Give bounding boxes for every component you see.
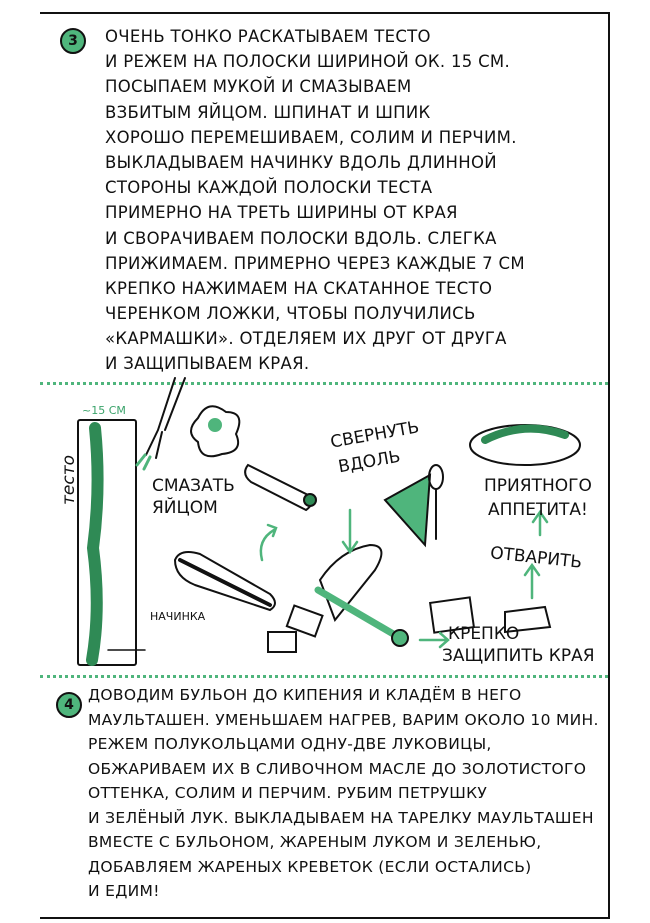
enjoy-label-2: аппетита! [488,500,588,520]
step-4-text: Доводим бульон до кипения и кладём в нег… [88,683,599,904]
text-line: «кармашки». Отделяем их друг от друга [105,329,507,349]
text-line: Выкладываем начинку вдоль длинной [105,152,497,172]
text-line: крепко нажимаем на скатанное тесто [105,278,493,298]
text-line: и сворачиваем полоски вдоль. Слегка [105,228,497,248]
arrow-icon [341,508,359,555]
text-line: оттенка, солим и перчим. Рубим петрушку [88,784,488,802]
step-number-badge: 4 [56,692,82,718]
brush-label-1: смазать [152,476,235,496]
arrow-icon [418,631,450,649]
filling-strip [86,422,104,666]
spoon-handle-icon [314,586,399,639]
arrow-icon [523,562,541,600]
egg-icon [190,405,241,458]
brush-label-2: яйцом [152,498,218,518]
spoon-icon [428,464,444,490]
pinch-label-2: защипить края [442,646,595,666]
text-line: черенком ложки, чтобы получились [105,304,476,324]
enjoy-label-1: приятного [484,476,592,496]
page-frame [40,12,610,919]
filling-label: начинка [150,610,206,623]
text-line: и защипываем края. [105,354,310,374]
napkin-icon [383,473,432,548]
text-line: примерно на треть ширины от края [105,203,458,223]
text-line: Доводим бульон до кипения и кладём в нег… [88,686,522,704]
text-line: хорошо перемешиваем, солим и перчим. [105,127,517,147]
dough-label: тесто [59,454,80,506]
brush-icon [145,377,186,459]
text-line: маульташен. Уменьшаем нагрев, варим окол… [88,710,599,729]
width-label: ~15 см [82,404,126,417]
dumpling-icon [504,605,552,634]
text-line: вместе с бульоном, жареным луком и зелен… [88,833,542,851]
text-line: и режем на полоски шириной ок. 15 см. [105,52,510,72]
pinch-label-1: крепко [448,624,520,644]
text-line: Очень тонко раскатываем тесто [105,27,431,46]
arrow-icon [531,509,549,537]
dotted-divider [40,382,608,385]
text-line: прижимаем. Примерно через каждые 7 см [105,253,525,273]
text-line: обжариваем их в сливочном масле до золот… [88,759,587,778]
step-number-badge: 3 [60,28,86,54]
dough-strip [77,419,137,666]
text-line: и едим! [88,882,160,900]
arrow-icon [259,523,278,562]
text-line: Посыпаем мукой и смазываем [105,77,412,97]
text-line: Режем полукольцами одну-две луковицы, [88,735,492,753]
dumpling-icon [428,596,476,634]
text-line: и зелёный лук. Выкладываем на тарелку ма… [88,808,594,827]
text-line: взбитым яйцом. Шпинат и шпик [105,102,431,122]
text-line: стороны каждой полоски теста [105,178,433,198]
step-3-text: Очень тонко раскатываем тесто и режем на… [105,24,525,377]
cut-dough-icon [318,543,383,622]
text-line: добавляем жареных креветок (если осталис… [88,857,532,876]
rolled-dough-icon [244,463,313,512]
filling-roll-icon [173,551,276,612]
dotted-divider [40,675,608,678]
